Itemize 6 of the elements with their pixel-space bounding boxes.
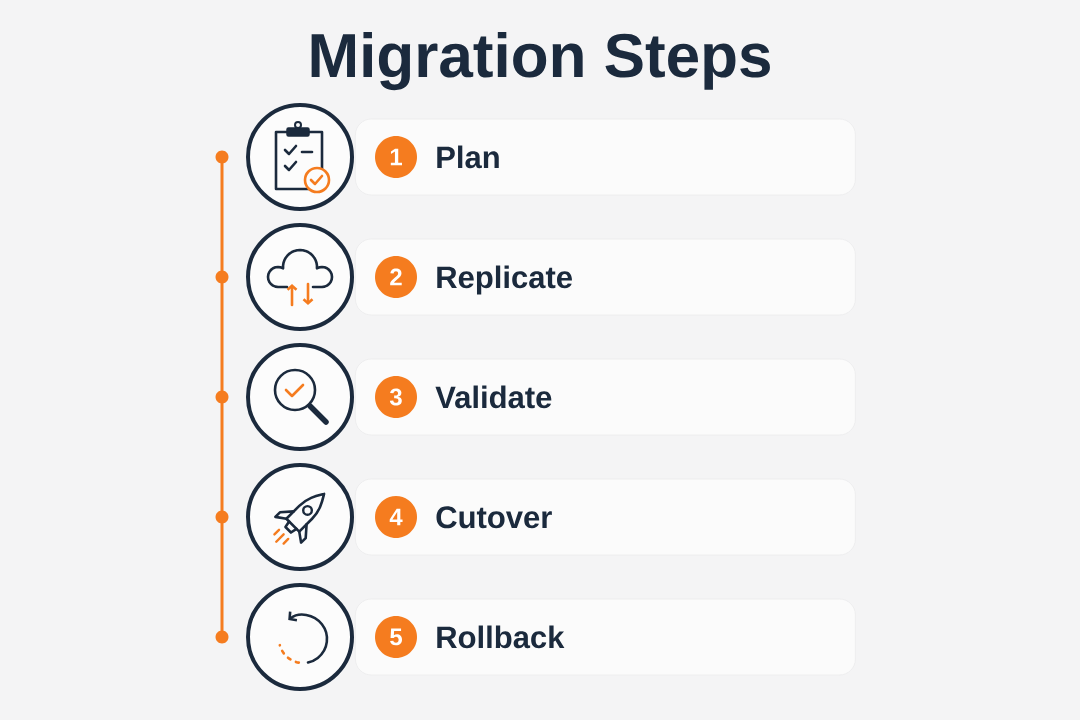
number-badge: 3	[375, 376, 417, 418]
number-badge: 1	[375, 136, 417, 178]
title: Migration Steps	[311, 32, 770, 91]
number-badge: 5	[375, 616, 417, 658]
number-badge: 2	[375, 256, 417, 298]
number-badge: 4	[375, 496, 417, 538]
